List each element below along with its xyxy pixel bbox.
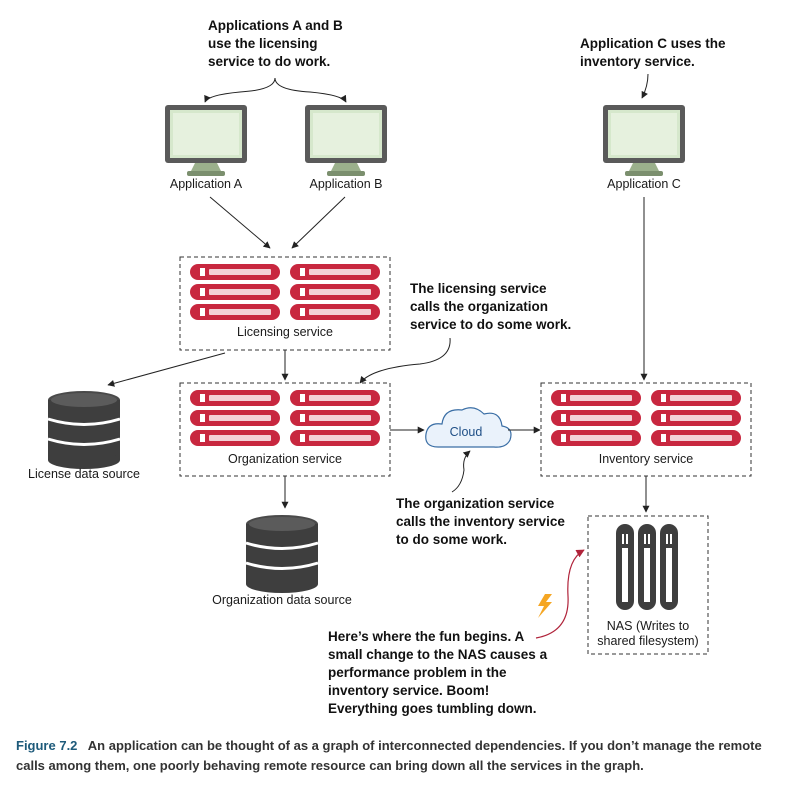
figure-caption-text: An application can be thought of as a gr… xyxy=(16,738,762,773)
inventory-service-label: Inventory service xyxy=(599,452,694,466)
svg-text:The licensing service: The licensing service xyxy=(410,281,547,296)
svg-text:Everything goes tumbling down.: Everything goes tumbling down. xyxy=(328,701,537,716)
svg-text:to do some work.: to do some work. xyxy=(396,532,507,547)
note-licensing-calls: The licensing service calls the organiza… xyxy=(410,281,571,332)
note-org-calls: The organization service calls the inven… xyxy=(396,496,565,547)
organization-database-icon xyxy=(244,513,320,595)
svg-text:Application C uses the: Application C uses the xyxy=(580,36,726,51)
cloud-label: Cloud xyxy=(450,425,483,439)
svg-text:small change to the NAS causes: small change to the NAS causes a xyxy=(328,647,548,662)
cloud-icon xyxy=(425,407,512,448)
application-a-monitor-icon xyxy=(165,105,247,176)
organization-data-source-label: Organization data source xyxy=(212,593,352,607)
organization-server-icon-1 xyxy=(190,390,280,446)
svg-text:use the licensing: use the licensing xyxy=(208,36,318,51)
licensing-service-label: Licensing service xyxy=(237,325,333,339)
application-a-label: Application A xyxy=(170,177,243,191)
svg-text:The organization service: The organization service xyxy=(396,496,555,511)
note-apps-ab: Applications A and B use the licensing s… xyxy=(208,18,343,69)
licensing-server-icon-2 xyxy=(290,264,380,320)
organization-server-icon-2 xyxy=(290,390,380,446)
svg-text:performance problem in the: performance problem in the xyxy=(328,665,507,680)
svg-text:calls the organization: calls the organization xyxy=(410,299,548,314)
note-fun-begins: Here’s where the fun begins. A small cha… xyxy=(328,629,548,716)
inventory-server-icon-1 xyxy=(551,390,641,446)
application-b-monitor-icon xyxy=(305,105,387,176)
svg-text:service to do some work.: service to do some work. xyxy=(410,317,571,332)
organization-service-label: Organization service xyxy=(228,452,342,466)
svg-text:calls the inventory service: calls the inventory service xyxy=(396,514,565,529)
lightning-bolt-icon xyxy=(538,594,552,618)
svg-text:inventory service.: inventory service. xyxy=(580,54,695,69)
application-c-monitor-icon xyxy=(603,105,685,176)
application-c-label: Application C xyxy=(607,177,681,191)
application-b-label: Application B xyxy=(310,177,383,191)
license-data-source-label: License data source xyxy=(28,467,140,481)
figure-number: Figure 7.2 xyxy=(16,738,78,753)
license-database-icon xyxy=(46,389,122,471)
inventory-server-icon-2 xyxy=(651,390,741,446)
svg-text:service to do work.: service to do work. xyxy=(208,54,330,69)
licensing-server-icon-1 xyxy=(190,264,280,320)
note-app-c: Application C uses the inventory service… xyxy=(580,36,726,69)
nas-storage-icon xyxy=(616,524,678,610)
svg-text:Here’s where the fun begins. A: Here’s where the fun begins. A xyxy=(328,629,525,644)
svg-text:Applications A and B: Applications A and B xyxy=(208,18,343,33)
nas-box xyxy=(587,515,709,655)
nas-label-line2: shared filesystem) xyxy=(597,634,698,648)
figure-caption: Figure 7.2 An application can be thought… xyxy=(16,736,776,776)
svg-text:inventory service. Boom!: inventory service. Boom! xyxy=(328,683,489,698)
nas-label-line1: NAS (Writes to xyxy=(607,619,689,633)
